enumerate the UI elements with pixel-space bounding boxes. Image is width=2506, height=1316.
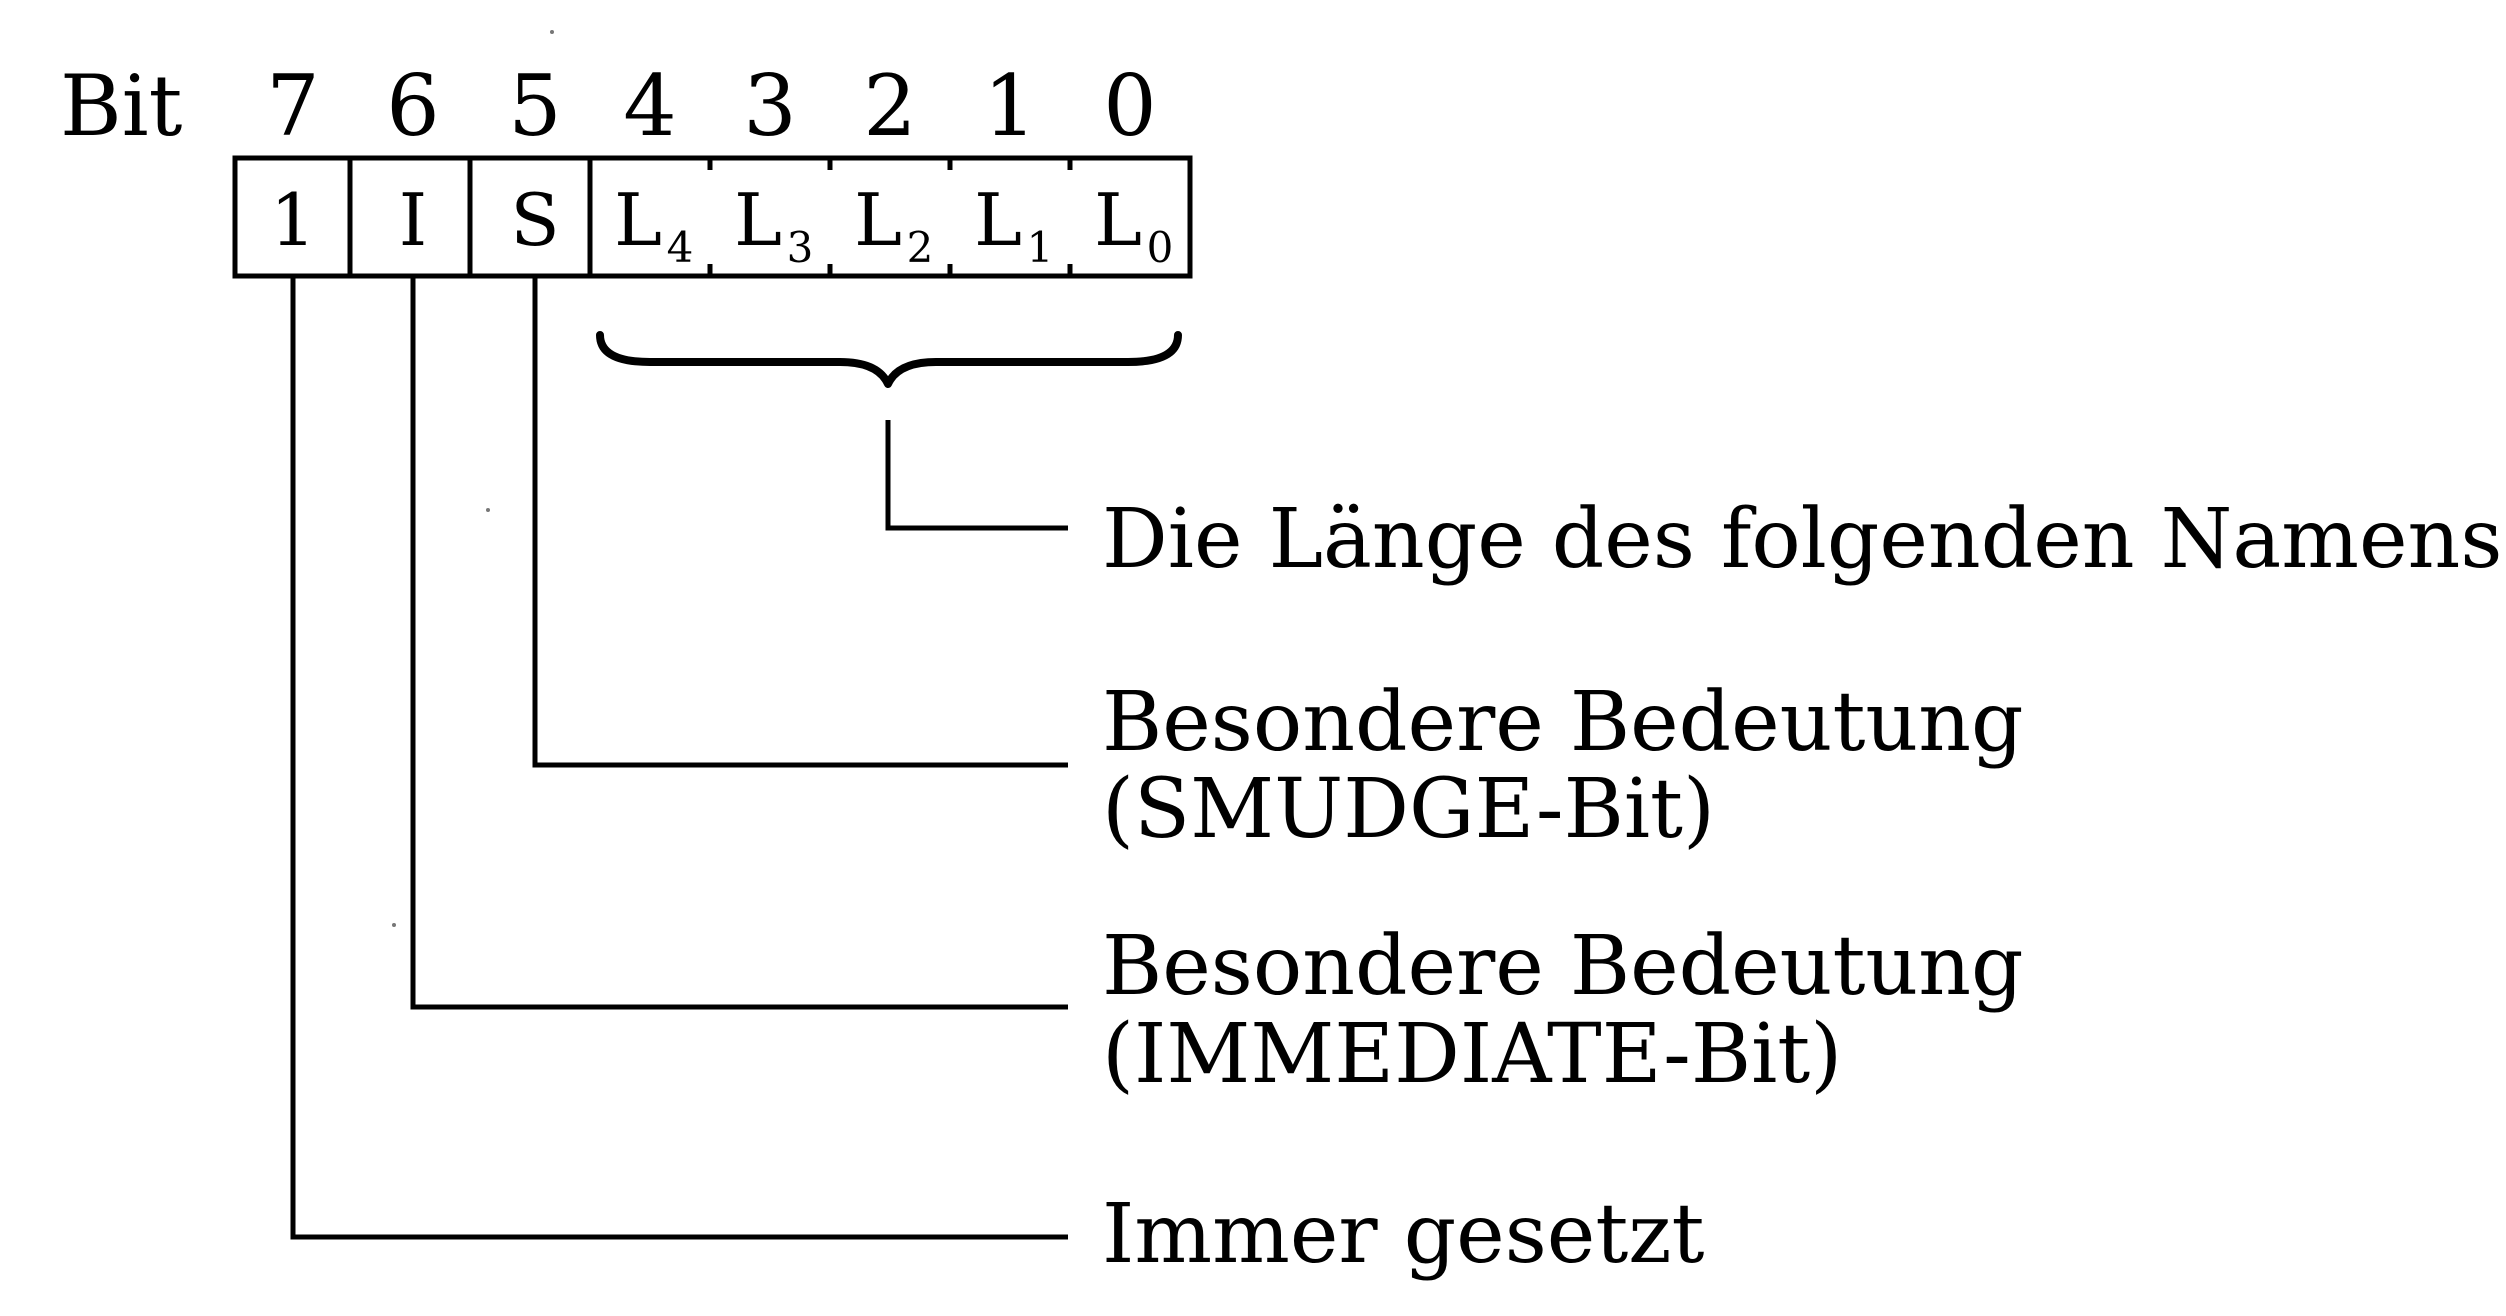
bit-header-label: Bit <box>60 57 183 155</box>
bit-cell-3: L <box>614 178 662 262</box>
leader-line-always <box>290 276 1068 1240</box>
bit-number-7: 7 <box>266 57 319 155</box>
bit-cell-7: L <box>1094 178 1142 262</box>
byte-box <box>232 155 1193 279</box>
description-immediate: Besondere Bedeutung (IMMEDIATE-Bit) <box>1102 919 2024 1102</box>
bit-number-6: 6 <box>386 57 439 155</box>
description-immediate-line1: Besondere Bedeutung <box>1102 919 2024 1014</box>
bit-cell-6: L <box>974 178 1022 262</box>
bit-cell-subscript-7: 0 <box>1147 223 1174 272</box>
description-immediate-line2: (IMMEDIATE-Bit) <box>1102 1007 1842 1102</box>
description-smudge-line2: (SMUDGE-Bit) <box>1102 762 1715 857</box>
description-always-line1: Immer gesetzt <box>1102 1187 1704 1282</box>
description-length-line1: Die Länge des folgenden Namens <box>1102 492 2502 587</box>
bit-cell-subscript-3: 4 <box>667 223 694 272</box>
bit-number-1: 1 <box>983 57 1036 155</box>
bit-cell-5: L <box>854 178 902 262</box>
bit-number-0: 0 <box>1103 57 1156 155</box>
bit-cell-0: 1 <box>270 178 316 262</box>
scan-speck <box>550 30 554 34</box>
length-brace <box>596 331 1182 388</box>
bit-cell-subscript-4: 3 <box>787 223 814 272</box>
description-length: Die Länge des folgenden Namens <box>1102 492 2502 587</box>
bit-cell-subscript-5: 2 <box>907 223 934 272</box>
scan-speck <box>392 923 396 927</box>
bit-number-5: 5 <box>508 57 561 155</box>
bit-cell-1: I <box>399 178 427 262</box>
bit-cell-2: S <box>510 178 559 262</box>
bit-cell-subscript-6: 1 <box>1027 223 1054 272</box>
leader-line-length <box>885 420 1068 531</box>
bit-number-2: 2 <box>863 57 916 155</box>
bit-number-4: 4 <box>623 57 676 155</box>
description-always: Immer gesetzt <box>1102 1187 1704 1282</box>
leader-line-immediate <box>410 276 1068 1010</box>
leader-line-smudge <box>532 276 1068 768</box>
description-smudge-line1: Besondere Bedeutung <box>1102 675 2024 770</box>
scan-speck <box>486 508 490 512</box>
bit-cell-4: L <box>734 178 782 262</box>
bit-number-3: 3 <box>743 57 796 155</box>
description-smudge: Besondere Bedeutung (SMUDGE-Bit) <box>1102 675 2024 857</box>
